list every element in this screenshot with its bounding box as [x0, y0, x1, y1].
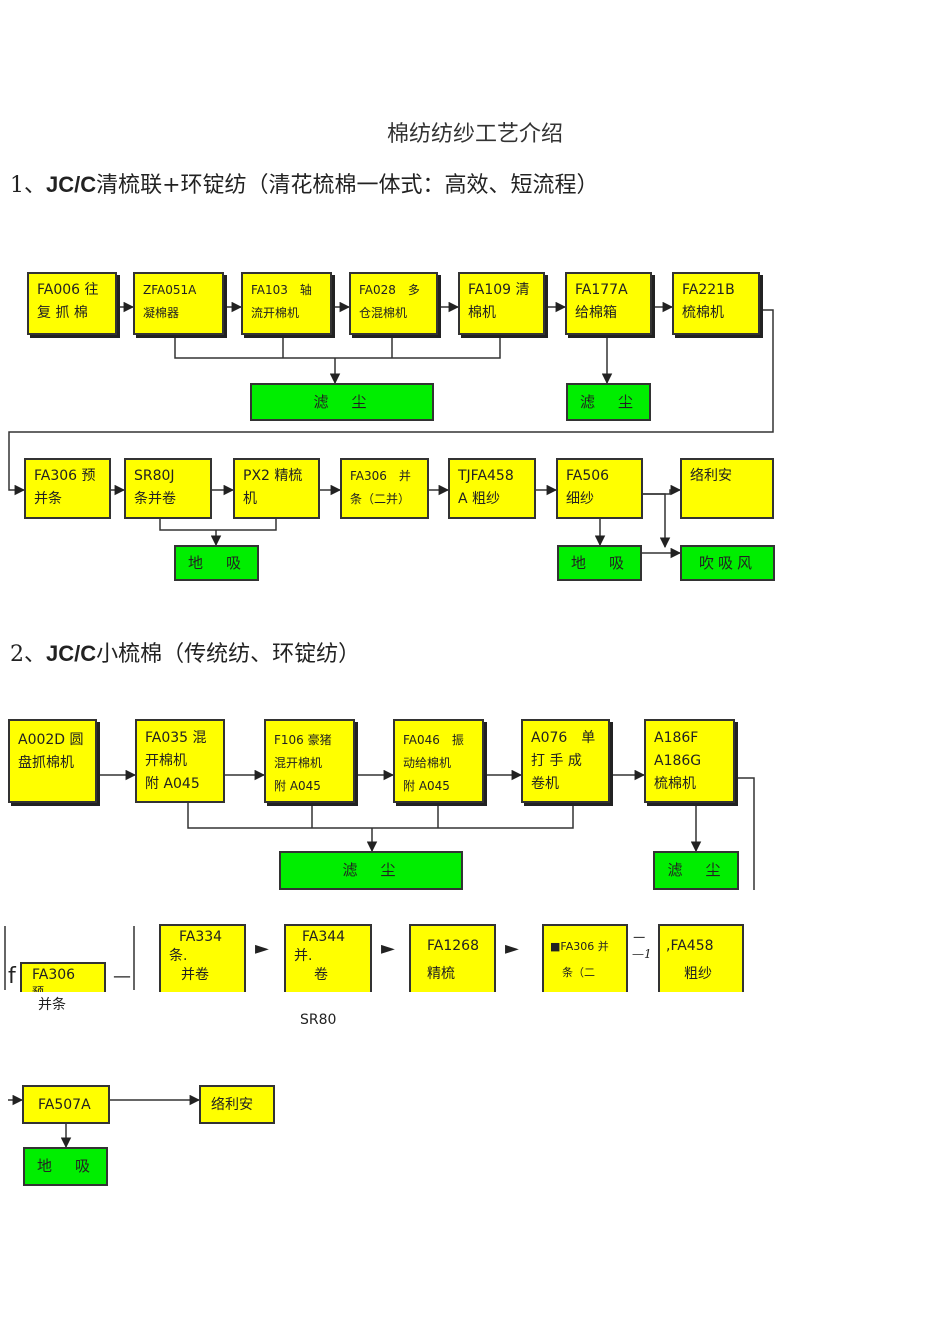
node-fa306-second-drawing-s2: ■FA306 并条（二并） [542, 924, 628, 992]
sr80-label: SR80 [300, 1012, 337, 1028]
node-fa035-mixing-opener: FA035 混开棉机附 A045 [135, 719, 225, 803]
node-dust-filter-4: 滤 尘 [653, 851, 739, 890]
section2-code: JC/C [46, 641, 97, 666]
node-fa103-opener: FA103 轴流开棉机 [241, 272, 332, 335]
node-a002d-disc-plucker: A002D 圆盘抓棉机 [8, 719, 97, 803]
node-floor-suction-3: 地 吸 [23, 1147, 108, 1186]
node-fa507a-spinning: FA507A [22, 1085, 110, 1124]
fa306-below-label: 并条 [38, 997, 66, 1013]
node-winder-s2: 络利安 [199, 1085, 275, 1124]
node-f106-porcupine-opener: F106 豪猪混开棉机附 A045 [264, 719, 355, 803]
fragment-f: f [8, 964, 16, 989]
node-fa306-second-drawing: FA306 并条（二并） [340, 458, 429, 519]
node-dust-filter-2: 滤 尘 [566, 383, 651, 421]
arrow-triangle-2: ► [381, 938, 395, 959]
node-fa306-pre-drawing: FA306 预并条 [24, 458, 111, 519]
node-dust-filter-1: 滤 尘 [250, 383, 434, 421]
node-dust-filter-3: 滤 尘 [279, 851, 463, 890]
section2-title: 小梳棉（传统纺、环锭纺） [96, 642, 361, 667]
node-floor-suction-1: 地 吸 [174, 545, 259, 581]
section1-heading: 1、JC/C清梳联+环锭纺（清花梳棉一体式：高效、短流程） [10, 167, 599, 199]
section1-title: 清梳联+环锭纺（清花梳棉一体式：高效、短流程） [96, 173, 599, 198]
section1-code: JC/C [46, 172, 97, 197]
section2-heading: 2、JC/C小梳棉（传统纺、环锭纺） [10, 636, 360, 668]
page-title: 棉纺纺纱工艺介绍 [386, 122, 563, 147]
node-autoconer-winder: 络利安 [680, 458, 774, 519]
section2-number: 2、 [10, 642, 46, 667]
node-blow-suction-fan: 吹吸风 [680, 545, 775, 581]
node-fa109-cleaner: FA109 清棉机 [458, 272, 545, 335]
node-fa028-mixer: FA028 多仓混棉机 [349, 272, 438, 335]
node-fa006-bale-plucker: FA006 往复 抓 棉 [27, 272, 117, 335]
node-fa046-vibrating-feeder: FA046 振动给棉机附 A045 [393, 719, 484, 803]
node-a076-single-scutcher: A076 单打 手 成卷机 [521, 719, 610, 803]
fragment-right: 一—1 [632, 931, 652, 961]
node-floor-suction-2: 地 吸 [557, 545, 642, 581]
arrow-triangle-1: ► [255, 938, 269, 959]
section1-number: 1、 [10, 173, 46, 198]
node-px2-comber: PX2 精梳机 [233, 458, 320, 519]
arrow-triangle-3: ► [505, 938, 519, 959]
fragment-dash: — [113, 966, 131, 987]
